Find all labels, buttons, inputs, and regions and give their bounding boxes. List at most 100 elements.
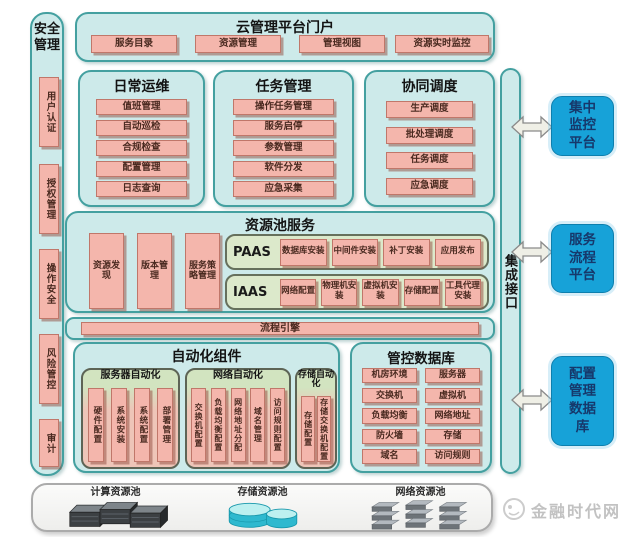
process-engine-panel: 流程引擎 [65, 317, 495, 340]
server-automation-item: 系统安装 [111, 388, 127, 462]
double-arrow-icon [511, 388, 553, 412]
task-management-item: 参数管理 [233, 140, 334, 156]
network-pool-group: 网络资源池 [358, 487, 483, 531]
control-db-item: 虚拟机 [425, 388, 480, 404]
storage-automation-item: 存储配置 [301, 396, 315, 462]
portal-item: 服务目录 [91, 35, 177, 53]
network-switch-icon [370, 500, 467, 530]
iaas-item: 网络配置 [280, 278, 317, 306]
cmdb-box: 配置管理数据库 [551, 356, 614, 446]
server-automation-item: 硬件配置 [88, 388, 104, 462]
network-automation-item: 负载均衡配置 [210, 388, 226, 462]
compute-pool-label: 计算资源池 [90, 487, 141, 498]
network-pool-label: 网络资源池 [395, 487, 446, 498]
security-bar-title: 安全管理 [33, 22, 60, 53]
process-engine-bar: 流程引擎 [81, 322, 479, 335]
server-rack-icon [68, 501, 168, 529]
task-management-item: 操作任务管理 [233, 99, 334, 115]
resource-discovery-item: 资源发现 [89, 233, 124, 309]
collab-scheduling-title: 协同调度 [401, 79, 458, 95]
storage-pool-group: 存储资源池 [200, 487, 325, 531]
security-item: 审计 [39, 419, 59, 467]
storage-automation-group: 存储自动化 存储配置 存储交换机配置 [295, 368, 337, 469]
iaas-item: 物理机安装 [321, 278, 358, 306]
control-database-title: 管控数据库 [387, 351, 455, 367]
portal-item: 资源实时监控 [395, 35, 489, 53]
daily-operations-title: 日常运维 [113, 79, 170, 95]
paas-item: 应用发布 [434, 238, 481, 266]
paas-item: 中间件安装 [331, 238, 378, 266]
control-db-item: 交换机 [362, 388, 417, 404]
daily-operations-item: 合规检查 [96, 140, 187, 156]
paas-label: PAAS [233, 244, 271, 260]
task-management-panel: 任务管理 操作任务管理 服务启停 参数管理 软件分发 应急采集 [213, 70, 354, 207]
collab-scheduling-item: 任务调度 [386, 152, 473, 170]
iaas-item: 虚拟机安装 [362, 278, 399, 306]
network-automation-item: 网络地址分配 [230, 388, 246, 462]
control-db-item: 存储 [425, 428, 480, 444]
daily-operations-item: 自动巡检 [96, 119, 187, 136]
resource-pools-bar: 计算资源池 [31, 483, 493, 532]
central-monitoring-platform-box: 集中监控平台 [551, 96, 614, 156]
collab-scheduling-item: 批处理调度 [386, 126, 473, 144]
server-automation-group: 服务器自动化 硬件配置 系统安装 系统配置 部署管理 [81, 368, 180, 469]
security-item: 授权管理 [39, 164, 59, 234]
watermark-text: 金融时代网 [531, 502, 622, 521]
paas-item: 数据库安装 [280, 238, 327, 266]
task-management-item: 应急采集 [233, 181, 334, 197]
control-db-item: 域名 [362, 448, 417, 464]
network-automation-title: 网络自动化 [213, 370, 263, 381]
network-automation-item: 交换机配置 [191, 388, 206, 462]
watermark-logo-icon [503, 498, 525, 520]
integration-interface-bar: 集成接口 [500, 68, 521, 474]
daily-operations-item: 值班管理 [96, 99, 187, 115]
storage-pool-label: 存储资源池 [237, 487, 288, 498]
control-db-item: 负载均衡 [362, 408, 417, 424]
resource-pool-services-panel: 资源池服务 资源发现 版本管理 服务策略管理 PAAS 数据库安装 中间件安装 … [65, 211, 495, 313]
task-management-title: 任务管理 [255, 79, 312, 95]
collab-scheduling-item: 生产调度 [386, 101, 473, 118]
double-arrow-icon [511, 115, 553, 139]
automation-components-panel: 自动化组件 服务器自动化 硬件配置 系统安装 系统配置 部署管理 网络自动化 交… [73, 342, 340, 473]
control-db-item: 机房环境 [362, 368, 417, 384]
server-automation-item: 系统配置 [134, 388, 150, 462]
daily-operations-panel: 日常运维 值班管理 自动巡检 合规检查 配置管理 日志查询 [78, 70, 205, 207]
double-arrow-icon [511, 240, 553, 264]
daily-operations-item: 日志查询 [96, 181, 187, 197]
security-management-bar: 安全管理 用户认证 授权管理 操作安全 风险管控 审计 [30, 12, 64, 476]
control-db-item: 服务器 [425, 368, 480, 384]
storage-automation-title: 存储自动化 [297, 370, 334, 390]
compute-pool-group: 计算资源池 [53, 487, 178, 531]
security-item: 风险管控 [39, 334, 59, 404]
control-db-item: 网络地址 [425, 408, 480, 424]
control-db-item: 访问规则 [425, 448, 480, 464]
integration-interface-label: 集成接口 [502, 254, 517, 310]
service-process-platform-box: 服务流程平台 [551, 224, 614, 293]
iaas-row: IAAS 网络配置 物理机安装 虚拟机安装 存储配置 工具代理安装 [225, 274, 489, 310]
task-management-item: 服务启停 [233, 119, 334, 136]
automation-title: 自动化组件 [171, 349, 242, 365]
network-automation-item: 访问规则配置 [270, 388, 285, 462]
storage-automation-item: 存储交换机配置 [317, 396, 331, 462]
portal-item: 资源管理 [195, 35, 281, 53]
task-management-item: 软件分发 [233, 160, 334, 177]
iaas-label: IAAS [233, 284, 268, 300]
server-automation-item: 部署管理 [157, 388, 173, 462]
storage-cylinder-icon [228, 502, 297, 529]
network-automation-item: 域名管理 [250, 388, 266, 462]
service-policy-item: 服务策略管理 [185, 233, 220, 309]
network-automation-group: 网络自动化 交换机配置 负载均衡配置 网络地址分配 域名管理 访问规则配置 [185, 368, 291, 469]
portal-title: 云管理平台门户 [236, 20, 334, 36]
security-item: 操作安全 [39, 249, 59, 319]
collab-scheduling-panel: 协同调度 生产调度 批处理调度 任务调度 应急调度 [364, 70, 495, 207]
paas-row: PAAS 数据库安装 中间件安装 补丁安装 应用发布 [225, 234, 489, 270]
security-item: 用户认证 [39, 77, 59, 147]
iaas-item: 工具代理安装 [444, 278, 482, 306]
iaas-item: 存储配置 [403, 278, 440, 306]
collab-scheduling-item: 应急调度 [386, 177, 473, 195]
paas-item: 补丁安装 [383, 238, 430, 266]
server-automation-title: 服务器自动化 [100, 370, 161, 381]
portal-item: 管理视图 [299, 35, 385, 53]
control-database-panel: 管控数据库 机房环境 服务器 交换机 虚拟机 负载均衡 网络地址 防火墙 存储 … [350, 342, 492, 473]
